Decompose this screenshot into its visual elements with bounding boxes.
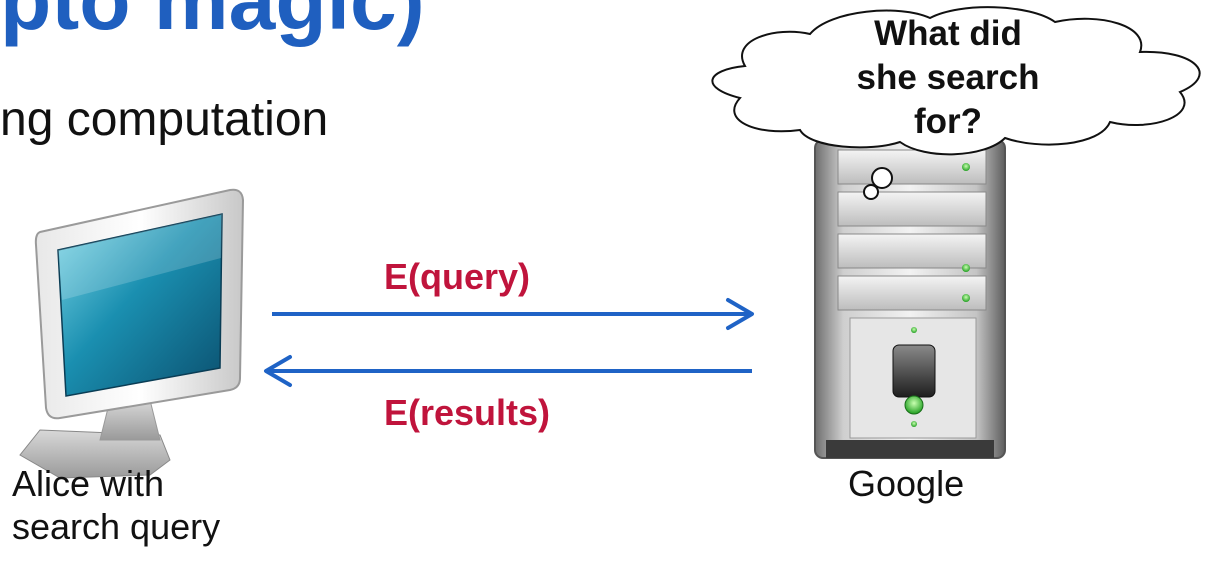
client-label-line-1: Alice with xyxy=(12,463,165,504)
slide-title: pto magic) xyxy=(0,0,425,47)
client-label: Alice with search query xyxy=(12,462,220,548)
thought-cloud xyxy=(711,6,1201,200)
response-arrow xyxy=(264,355,752,387)
request-label: E(query) xyxy=(384,256,531,297)
slide-subtitle: ng computation xyxy=(0,93,329,146)
client-label-line-2: search query xyxy=(12,506,221,548)
server-tower-icon xyxy=(814,139,1006,459)
response-label: E(results) xyxy=(384,392,551,433)
thought-line-3: for? xyxy=(913,101,983,141)
thought-line-2: she search xyxy=(856,57,1040,97)
server-label: Google xyxy=(848,463,965,504)
request-arrow xyxy=(272,298,754,330)
thought-line-1: What did xyxy=(874,14,1022,53)
thought-bubble-text: What did she search for? xyxy=(798,12,1098,143)
computer-monitor-icon xyxy=(19,188,245,479)
